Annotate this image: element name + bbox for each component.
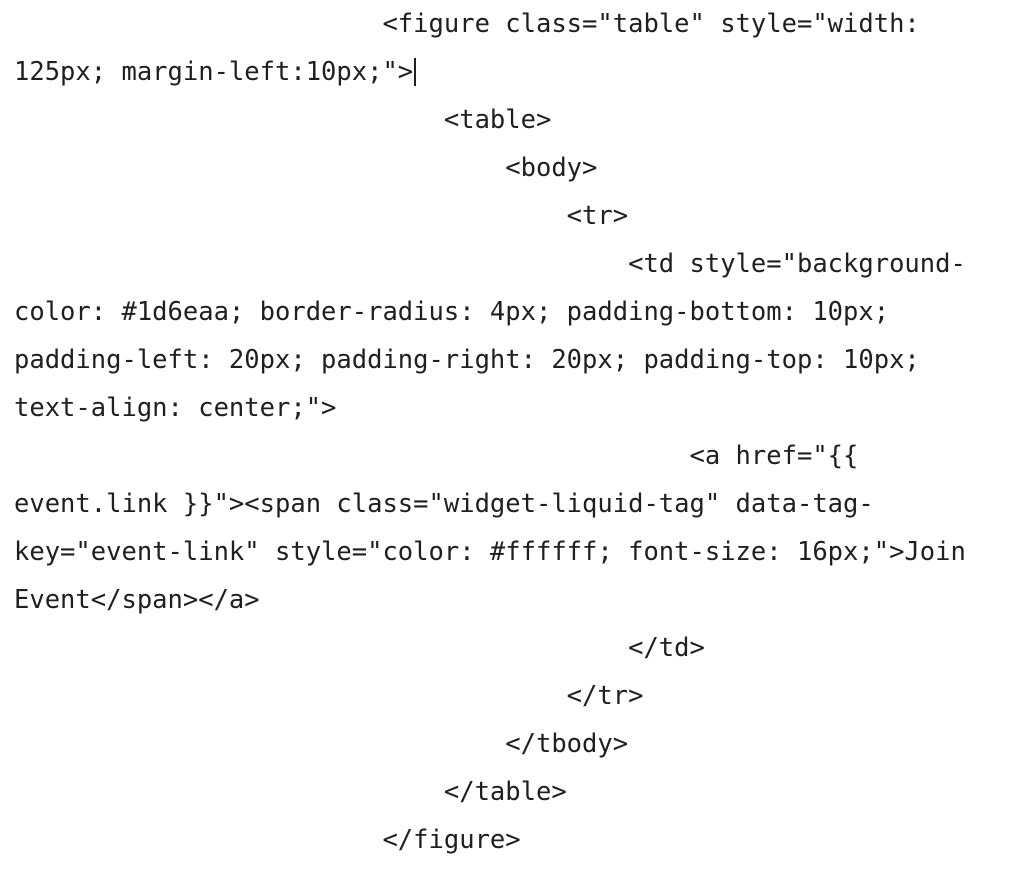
code-line-11: event.link }}"><span class="widget-liqui… <box>14 489 874 519</box>
code-line-16: </tbody> <box>14 729 629 759</box>
code-line-14: </td> <box>14 633 705 663</box>
code-line-9: text-align: center;"> <box>14 393 337 423</box>
code-line-17: </table> <box>14 777 567 807</box>
code-line-5: <tr> <box>14 201 629 231</box>
code-line-1: <figure class="table" style="width: <box>14 9 920 39</box>
code-line-18: </figure> <box>14 825 521 855</box>
code-line-13: Event</span></a> <box>14 585 260 615</box>
code-line-2: 125px; margin-left:10px;"> <box>14 48 417 96</box>
code-line-3: <table> <box>14 105 552 135</box>
code-line-10: <a href="{{ <box>14 441 859 471</box>
code-line-2-text: 125px; margin-left:10px;"> <box>14 57 414 87</box>
text-cursor <box>414 58 417 86</box>
code-line-8: padding-left: 20px; padding-right: 20px;… <box>14 345 920 375</box>
code-line-6: <td style="background- <box>14 249 966 279</box>
code-line-7: color: #1d6eaa; border-radius: 4px; padd… <box>14 297 890 327</box>
code-line-4: <body> <box>14 153 598 183</box>
code-line-12: key="event-link" style="color: #ffffff; … <box>14 537 966 567</box>
code-line-15: </tr> <box>14 681 644 711</box>
